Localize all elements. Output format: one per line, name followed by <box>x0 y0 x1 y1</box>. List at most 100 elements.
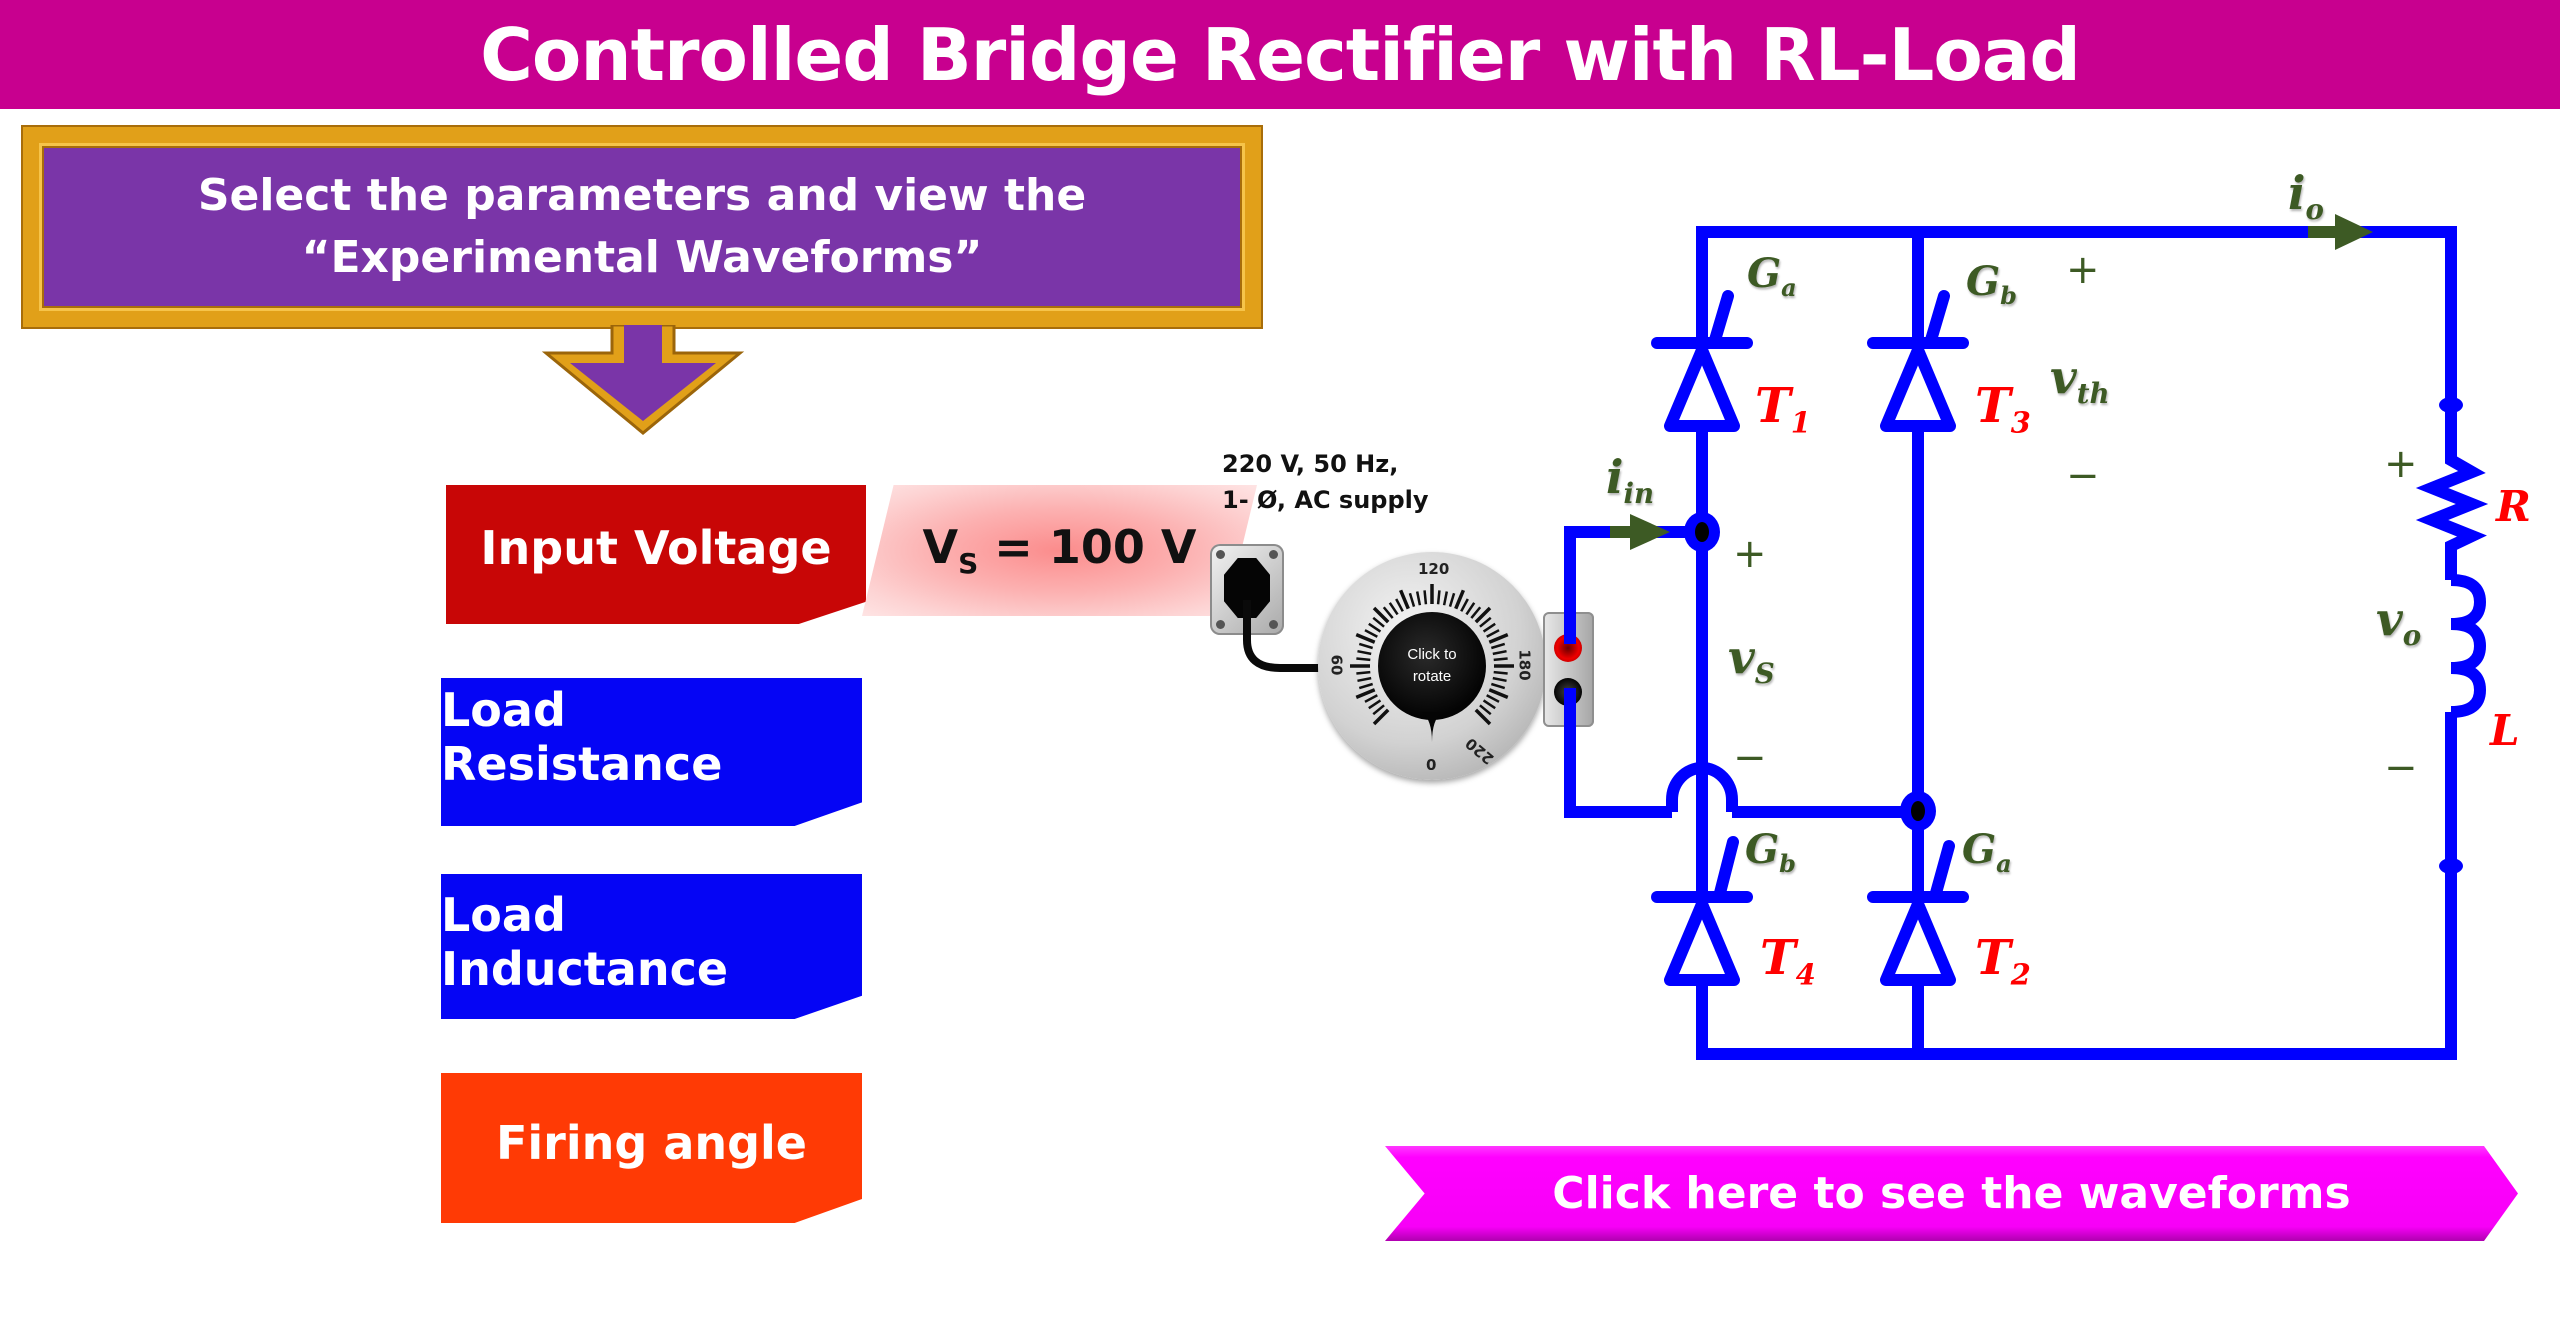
thyristor-t1-icon <box>1651 290 1753 446</box>
label-l: L <box>2490 706 2520 755</box>
down-arrow-icon <box>541 325 745 435</box>
firing-angle-label: Firing angle <box>495 1116 808 1170</box>
dial-tick <box>1436 590 1441 605</box>
screw-icon <box>1216 620 1225 629</box>
dial-tick <box>1442 591 1449 606</box>
dial-knob[interactable]: Click to rotate <box>1378 612 1486 720</box>
vs-minus-sign: − <box>1733 735 1767 781</box>
load-inductance-label: Load Inductance <box>441 887 729 996</box>
thyristor-label-t1: T1 <box>1755 378 1811 440</box>
resistor-icon <box>2415 450 2489 580</box>
output-terminal-block <box>1543 612 1594 727</box>
dial-tick <box>1423 590 1428 605</box>
instruction-text: Select the parameters and view the “Expe… <box>197 170 1087 283</box>
dial-tick <box>1488 633 1509 644</box>
dial-tick <box>1372 704 1385 716</box>
input-voltage-button[interactable]: Input Voltage <box>446 485 866 624</box>
plug-icon <box>1224 558 1270 618</box>
dial-tick <box>1355 688 1376 699</box>
gate-label-t4: Gb <box>1745 826 1796 878</box>
inductor-icon <box>2450 574 2487 718</box>
screw-icon <box>1269 620 1278 629</box>
node-t3-t2 <box>1900 791 1936 831</box>
vs-subscript: S <box>958 547 979 581</box>
label-r: R <box>2496 482 2531 531</box>
label-i-o: io <box>2288 166 2324 227</box>
page-title: Controlled Bridge Rectifier with RL-Load <box>480 12 2081 97</box>
node-dot-load-bottom <box>2439 858 2463 874</box>
dial-tick <box>1358 642 1374 650</box>
dial-tick <box>1399 589 1410 610</box>
thyristor-t4-icon <box>1651 836 1753 996</box>
dial-tick <box>1479 704 1492 716</box>
dial-knob-label: Click to rotate <box>1407 644 1456 688</box>
dial-tick <box>1415 591 1422 606</box>
dial-tick <box>1474 606 1492 624</box>
dial-tick <box>1355 633 1376 644</box>
dial-tick <box>1356 657 1371 662</box>
vo-plus-sign: + <box>2384 441 2418 487</box>
firing-angle-button[interactable]: Firing angle <box>441 1073 862 1223</box>
dial-tick <box>1395 598 1404 612</box>
dial-label-0: 0 <box>1426 756 1437 774</box>
dial-tick <box>1490 642 1506 650</box>
dial-tick <box>1372 616 1385 628</box>
view-waveforms-button[interactable]: Click here to see the waveforms <box>1385 1146 2518 1241</box>
vs-symbol: V <box>922 520 959 575</box>
dial-tick <box>1460 598 1469 612</box>
dial-tick <box>1493 670 1508 675</box>
dial-tick <box>1408 592 1416 608</box>
gate-label-t3: Gb <box>1966 258 2017 310</box>
dial-tick <box>1465 602 1476 616</box>
thyristor-label-t4: T4 <box>1760 930 1816 992</box>
dial-tick <box>1479 616 1492 628</box>
label-v-s: vS <box>1728 630 1775 691</box>
dial-tick <box>1357 649 1372 656</box>
dial-label-120: 120 <box>1418 560 1450 578</box>
load-resistance-button[interactable]: Load Resistance <box>441 678 862 826</box>
instruction-box: Select the parameters and view the “Expe… <box>23 127 1261 327</box>
dial-tick <box>1368 622 1382 633</box>
thyristor-label-t2: T2 <box>1975 930 2031 992</box>
thyristor-t3-icon <box>1867 290 1969 446</box>
wire-crossover-hump <box>1666 762 1738 812</box>
node-t3-t2-center <box>1911 801 1925 821</box>
dial-tick <box>1454 589 1465 610</box>
black-terminal-icon <box>1554 678 1582 706</box>
vth-plus-sign: + <box>2066 247 2100 293</box>
vs-value-text: = 100 V <box>978 520 1197 575</box>
node-t1-t4 <box>1684 512 1720 552</box>
dial-tick <box>1358 682 1374 690</box>
dial-tick <box>1474 708 1492 726</box>
dial-label-60: 60 <box>1327 654 1346 676</box>
dial-tick <box>1388 602 1399 616</box>
dial-tick <box>1486 629 1500 638</box>
load-resistance-label: Load Resistance <box>441 683 723 791</box>
thyristor-label-t3: T3 <box>1975 378 2031 440</box>
gate-label-t2: Ga <box>1962 826 2012 878</box>
dial-tick <box>1486 694 1500 703</box>
vth-minus-sign: − <box>2066 453 2100 499</box>
dial-tick <box>1364 694 1378 703</box>
node-t1-t4-center <box>1695 522 1709 542</box>
dial-label-180: 180 <box>1515 649 1534 681</box>
title-bar: Controlled Bridge Rectifier with RL-Load <box>0 0 2560 109</box>
dial-tick <box>1368 699 1382 710</box>
dial-knob-line1: Click to <box>1407 646 1457 663</box>
dial-tick <box>1372 606 1390 624</box>
dial-tick <box>1492 676 1507 683</box>
thyristor-t2-icon <box>1867 840 1969 996</box>
dial-tick <box>1382 606 1394 619</box>
input-voltage-value: VS = 100 V <box>923 520 1197 580</box>
dial-tick <box>1492 649 1507 656</box>
dial-knob-line2: rotate <box>1412 668 1452 685</box>
dial-tick <box>1490 682 1506 690</box>
load-inductance-button[interactable]: Load Inductance <box>441 874 862 1019</box>
input-voltage-readout: VS = 100 V <box>862 485 1257 616</box>
label-v-th: vth <box>2050 350 2110 411</box>
dial-tick <box>1372 708 1390 726</box>
label-i-in: iin <box>1606 450 1655 511</box>
dial-tick <box>1493 657 1508 662</box>
screw-icon <box>1269 550 1278 559</box>
